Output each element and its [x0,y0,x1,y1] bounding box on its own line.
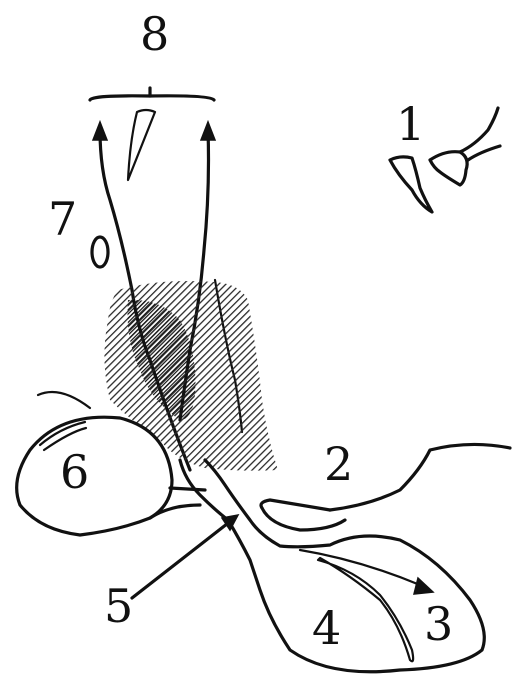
hatched-region [104,281,278,471]
label-7: 7 [48,192,77,246]
label-3: 3 [424,597,453,651]
label-1: 1 [396,97,425,151]
bracket-8 [90,88,214,180]
oval-structure-7 [92,237,108,267]
pointer-5 [132,515,238,598]
label-6: 6 [60,445,89,499]
label-4: 4 [312,601,341,655]
label-8: 8 [140,7,169,61]
label-2: 2 [324,437,353,491]
label-5: 5 [104,579,133,633]
